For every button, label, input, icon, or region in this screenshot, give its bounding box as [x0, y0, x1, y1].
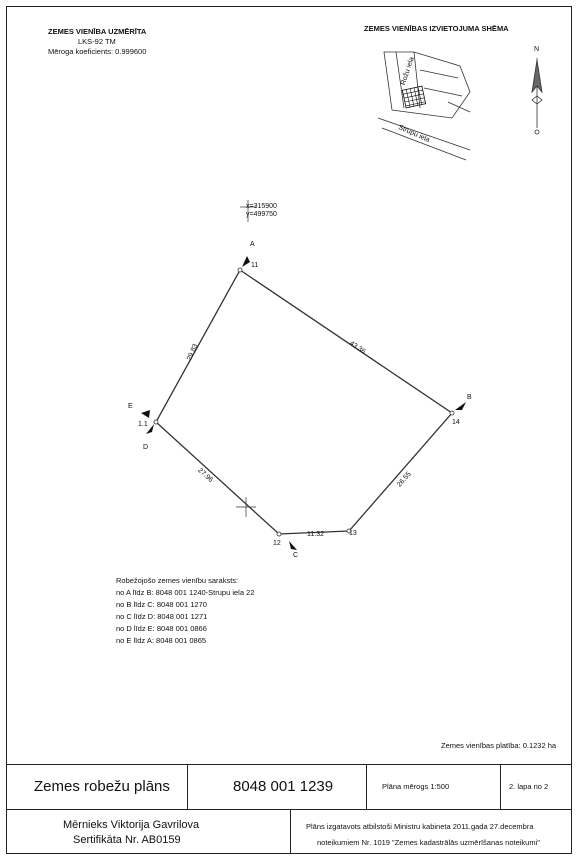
- plan-scale: Plāna mērogs 1:500: [382, 782, 450, 791]
- regulation-note: noteikumiem Nr. 1019 "Zemes kadastrālās …: [317, 838, 540, 847]
- neighbor-marker-b: B: [467, 394, 472, 401]
- coord-system: LKS-92 TM: [78, 37, 116, 46]
- neighbor-row: no A līdz B: 8048 001 1240-Strupu iela 2…: [116, 588, 255, 597]
- point-label-1-1: 1.1: [138, 421, 148, 428]
- point-label-13: 13: [349, 530, 357, 537]
- title-block-divider: [500, 764, 501, 809]
- neighbor-marker-a: A: [250, 241, 255, 248]
- neighbor-marker-c: C: [293, 552, 299, 559]
- neighbor-arrows: [141, 256, 466, 550]
- point-label-11: 11: [251, 262, 259, 269]
- neighbor-row: no C līdz D: 8048 001 1271: [116, 612, 208, 621]
- regulation-note: Plāns izgatavots atbilstoši Ministru kab…: [306, 822, 534, 831]
- neighbor-marker-d: D: [143, 444, 149, 451]
- title-block-divider: [187, 764, 188, 809]
- surveyor-certificate: Sertifikāta Nr. AB0159: [73, 834, 181, 846]
- neighbor-row: no D līdz E: 8048 001 0866: [116, 624, 207, 633]
- north-arrow: [531, 58, 543, 135]
- boundary-points: [153, 267, 455, 537]
- scale-coefficient: Mēroga koeficients: 0.999600: [48, 47, 147, 56]
- grid-x: x=315900: [246, 203, 277, 210]
- title-block-divider: [290, 809, 291, 854]
- document-title: Zemes robežu plāns: [34, 778, 170, 795]
- neighbor-marker-e: E: [128, 403, 133, 410]
- title-block-mid-rule: [6, 809, 572, 810]
- page-frame: [6, 6, 572, 854]
- title-block-top-rule: [6, 764, 572, 765]
- edge-length-13-12: 11.32: [307, 531, 324, 538]
- neighbors-title: Robežojošo zemes vienību saraksts:: [116, 576, 239, 585]
- page-number: 2. lapa no 2: [509, 782, 549, 791]
- survey-title: ZEMES VIENĪBA UZMĒRĪTA: [48, 27, 147, 36]
- scheme-title: ZEMES VIENĪBAS IZVIETOJUMA SHĒMA: [364, 24, 509, 33]
- parcel-area: Zemes vienības platība: 0.1232 ha: [441, 741, 557, 750]
- location-scheme: [377, 51, 471, 161]
- neighbor-row: no B līdz C: 8048 001 1270: [116, 600, 207, 609]
- north-label: N: [534, 46, 540, 53]
- surveyor-name: Mērnieks Viktorija Gavrilova: [63, 819, 200, 831]
- parcel-boundary: [155, 269, 453, 535]
- grid-y: y=499750: [246, 211, 277, 218]
- cadastral-number: 8048 001 1239: [233, 778, 334, 795]
- point-label-12: 12: [273, 540, 281, 547]
- point-label-14: 14: [452, 419, 460, 426]
- title-block-divider: [366, 764, 367, 809]
- grid-cross: [236, 200, 256, 517]
- neighbor-row: no E līdz A: 8048 001 0865: [116, 636, 207, 645]
